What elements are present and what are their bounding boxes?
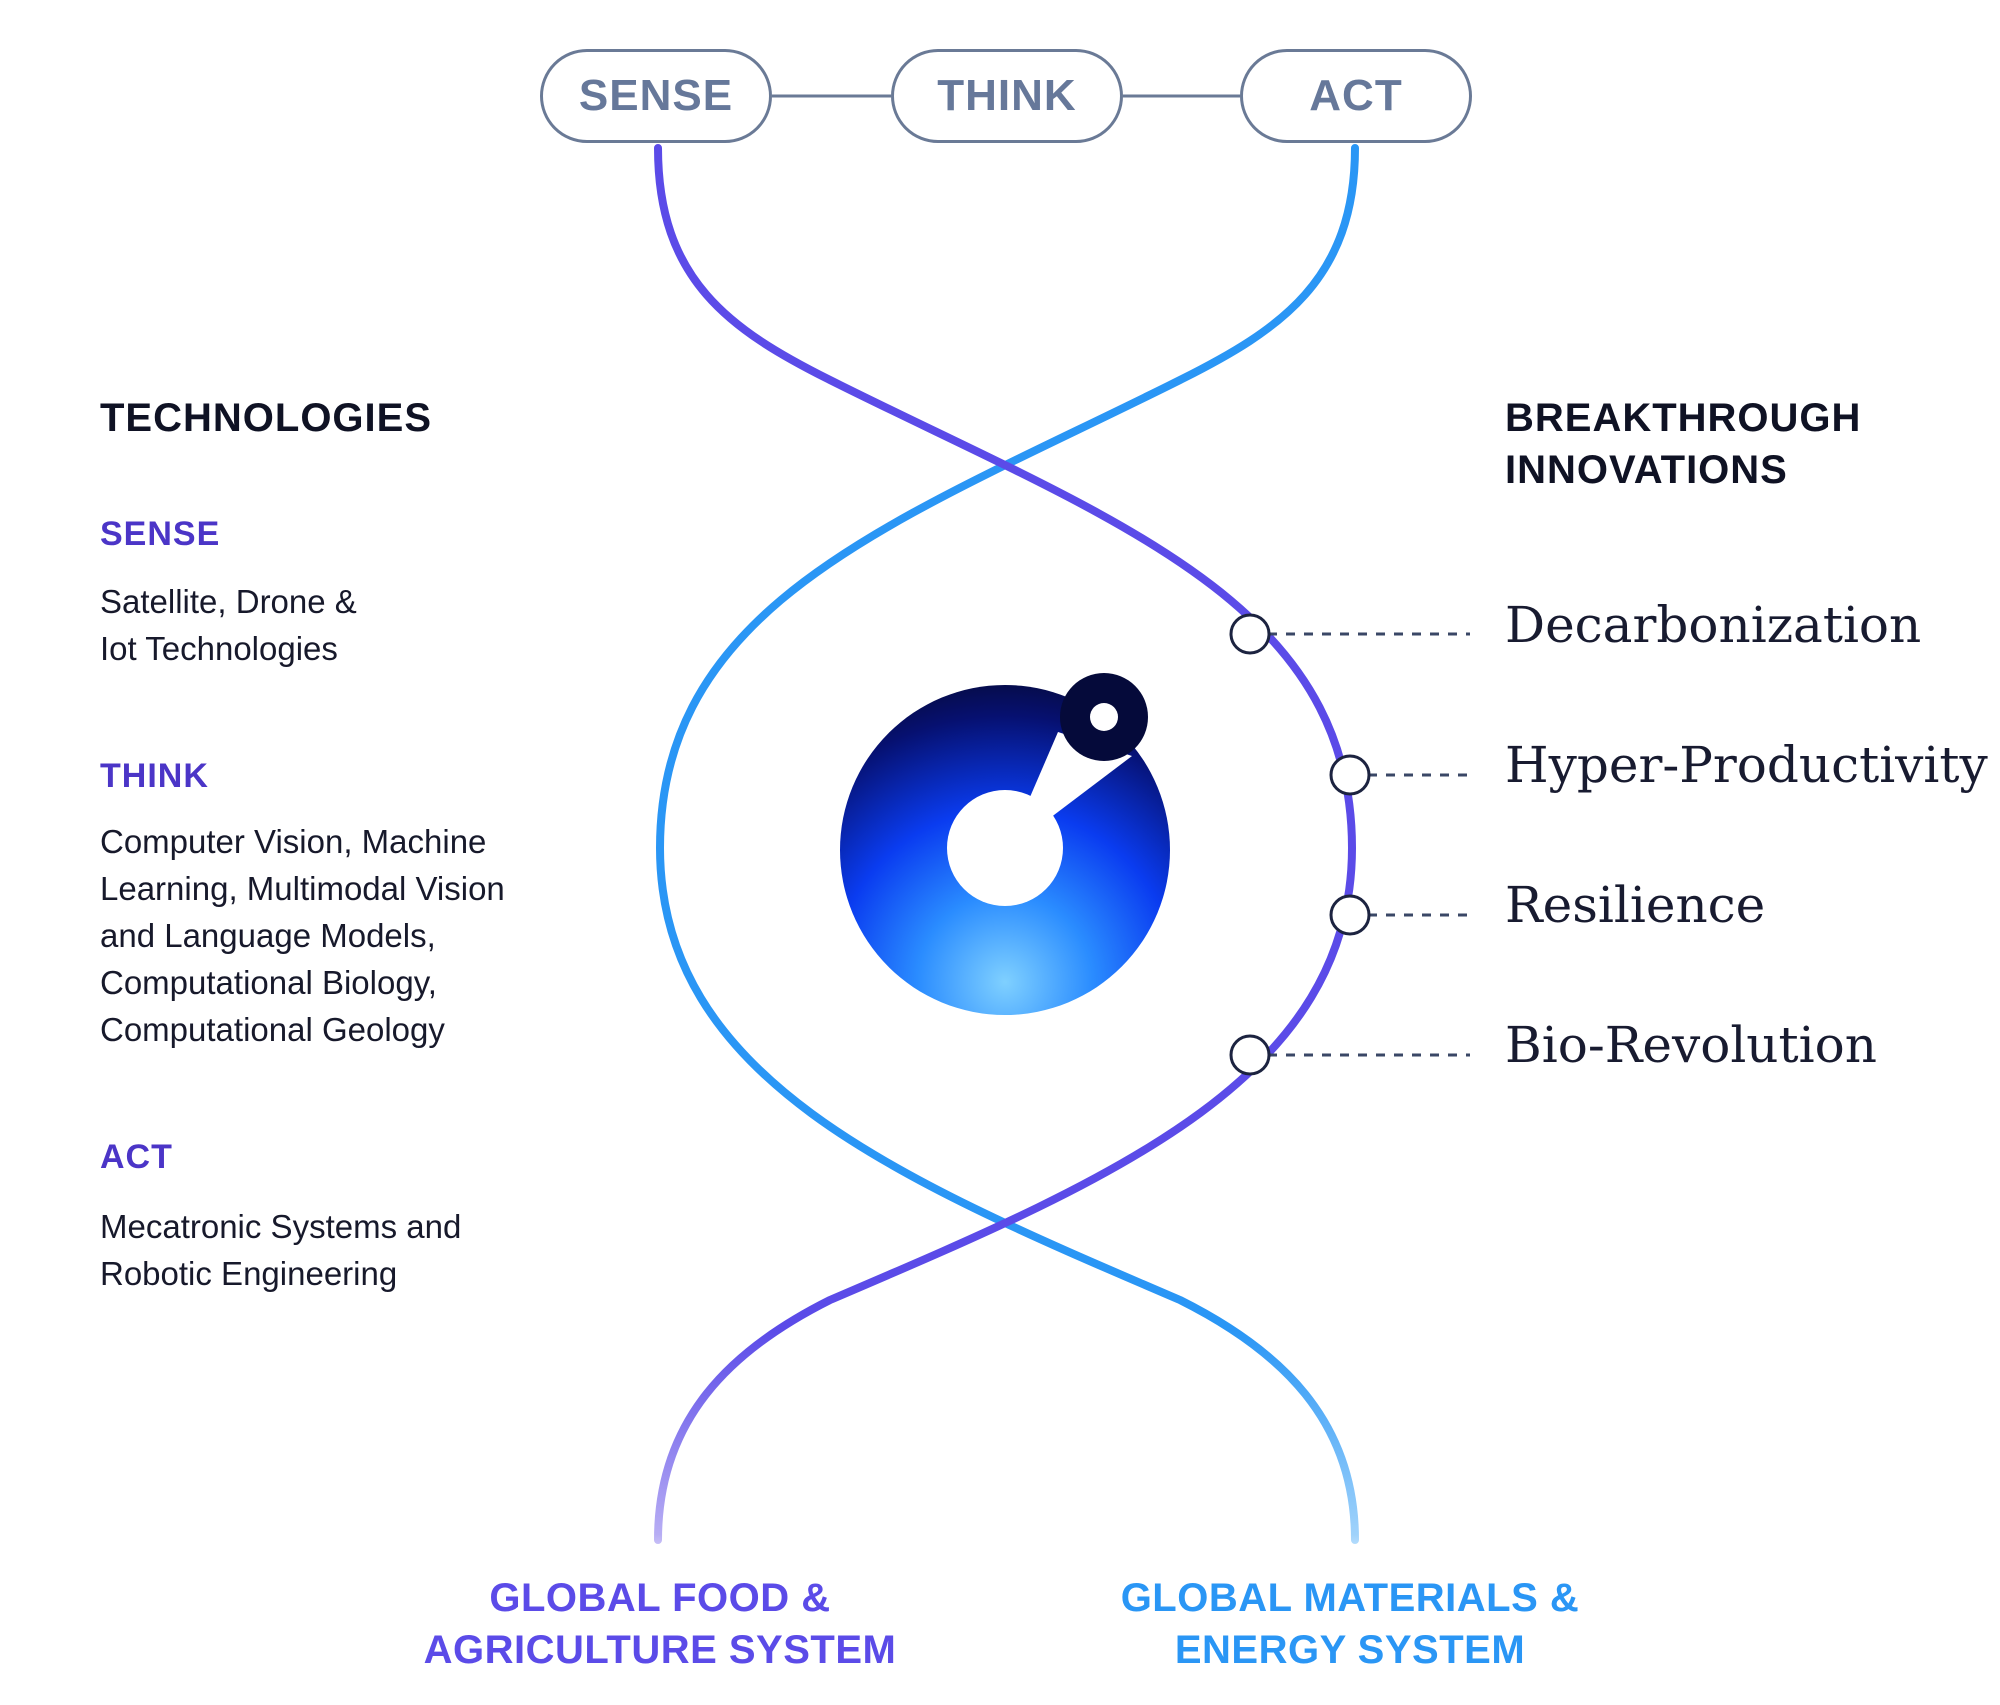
- hollow-circle-icon: [1329, 894, 1371, 936]
- innovations-heading: BREAKTHROUGH INNOVATIONS: [1505, 392, 1925, 496]
- food-strand: [654, 144, 1357, 1544]
- stage-label-sense: SENSE: [100, 515, 221, 553]
- hollow-circle-icon: [1329, 754, 1371, 796]
- system-line: GLOBAL MATERIALS &: [1120, 1576, 1580, 1620]
- description-line: Learning, Multimodal Vision: [100, 870, 505, 907]
- food-system-label: GLOBAL FOOD & AGRICULTURE SYSTEM: [380, 1572, 940, 1676]
- description-line: Iot Technologies: [100, 630, 338, 667]
- description-line: Computational Geology: [100, 1011, 445, 1048]
- system-line: ENERGY SYSTEM: [1174, 1628, 1526, 1672]
- stage-label-think: THINK: [100, 757, 209, 795]
- description-line: and Language Models,: [100, 917, 436, 954]
- heading-line: INNOVATIONS: [1505, 448, 1788, 492]
- energy-system-label: GLOBAL MATERIALS & ENERGY SYSTEM: [1060, 1572, 1640, 1676]
- innovation-item: Hyper-Productivity: [1505, 736, 1988, 794]
- description-line: Mecatronic Systems and: [100, 1208, 462, 1245]
- system-line: GLOBAL FOOD &: [489, 1576, 831, 1620]
- ring-with-pin-icon: [840, 673, 1170, 1015]
- innovation-item: Resilience: [1505, 876, 1766, 934]
- hollow-circle-icon: [1229, 1034, 1271, 1076]
- innovation-item: Bio-Revolution: [1505, 1016, 1877, 1074]
- technologies-heading: TECHNOLOGIES: [100, 396, 433, 440]
- pipeline-step-think: THINK: [891, 49, 1123, 143]
- description-line: Computational Biology,: [100, 964, 437, 1001]
- pipeline-step-act: ACT: [1240, 49, 1472, 143]
- stage-description-think: Computer Vision, Machine Learning, Multi…: [100, 818, 620, 1053]
- system-line: AGRICULTURE SYSTEM: [423, 1628, 897, 1672]
- innovation-item: Decarbonization: [1505, 596, 1922, 654]
- description-line: Satellite, Drone &: [100, 583, 357, 620]
- pipeline-step-sense: SENSE: [540, 49, 772, 143]
- description-line: Robotic Engineering: [100, 1255, 398, 1292]
- stage-description-sense: Satellite, Drone & Iot Technologies: [100, 578, 440, 672]
- description-line: Computer Vision, Machine: [100, 823, 487, 860]
- energy-strand: [655, 144, 1359, 1544]
- hollow-circle-icon: [1229, 613, 1271, 655]
- stage-label-act: ACT: [100, 1138, 173, 1176]
- stage-description-act: Mecatronic Systems and Robotic Engineeri…: [100, 1203, 620, 1297]
- heading-line: BREAKTHROUGH: [1505, 396, 1862, 440]
